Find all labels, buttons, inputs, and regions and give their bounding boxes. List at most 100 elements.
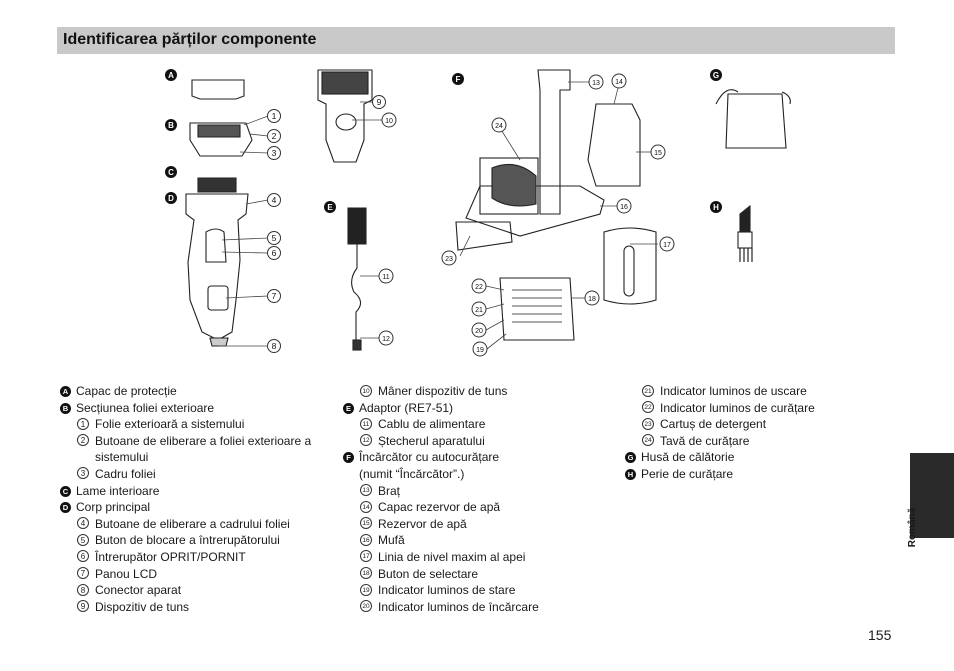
legend-text: Întrerupător OPRIT/PORNIT [95, 549, 246, 564]
svg-text:F: F [456, 75, 461, 84]
parts-illustration: A B C D E F G H 1 2 3 4 5 6 7 8 9 10 11 … [165, 69, 791, 357]
svg-text:13: 13 [592, 80, 600, 87]
legend-number-marker: 17 [360, 550, 372, 563]
svg-text:12: 12 [382, 336, 390, 343]
legend-item: 7 Panou LCD [59, 566, 311, 583]
svg-text:22: 22 [475, 284, 483, 291]
legend-text: Indicator luminos de încărcare [378, 599, 539, 614]
legend-number-marker: 10 [360, 384, 372, 397]
legend-item: 15 Rezervor de apă [342, 516, 539, 533]
marker-16: 16 [616, 198, 632, 214]
svg-text:B: B [168, 121, 174, 130]
legend-item: 11 Cablu de alimentare [342, 416, 539, 433]
marker-6: 6 [267, 246, 281, 260]
marker-a: A [165, 69, 177, 81]
svg-text:11: 11 [382, 274, 389, 281]
legend-number-marker: 24 [642, 434, 654, 447]
legend-letter-marker: H [625, 468, 636, 480]
legend-letter-marker: D [60, 502, 71, 514]
svg-text:C: C [168, 168, 174, 177]
legend-text: Cadru foliei [95, 466, 156, 481]
legend-number-marker: 7 [77, 567, 89, 580]
legend-text: Încărcător cu autocurățare [359, 450, 500, 465]
marker-e: E [324, 201, 336, 213]
legend-text: Indicator luminos de curățare [660, 400, 815, 415]
legend-text: Buton de blocare a întrerupătorului [95, 533, 280, 548]
svg-text:6: 6 [272, 248, 277, 258]
svg-text:4: 4 [272, 195, 277, 205]
legend-number-marker: 13 [360, 484, 372, 497]
svg-text:G: G [713, 71, 719, 80]
legend-item: 10 Mâner dispozitiv de tuns [342, 383, 539, 400]
legend-number-marker: 9 [77, 600, 89, 613]
legend-number-marker: 1 [77, 417, 89, 430]
section-title-bar: Identificarea părților componente [57, 27, 895, 54]
legend-text: Rezervor de apă [378, 516, 467, 531]
adaptor-drawing [347, 207, 367, 245]
legend-text: Panou LCD [95, 566, 158, 581]
section-title: Identificarea părților componente [63, 31, 317, 48]
legend-number-marker: 14 [360, 500, 372, 513]
legend-letter-marker: F [343, 452, 354, 464]
legend-text: (numit “Încărcător”.) [359, 466, 465, 481]
svg-text:2: 2 [272, 131, 277, 141]
legend-letter-marker: A [60, 386, 71, 397]
legend-text: Cablu de alimentare [378, 417, 486, 432]
legend-text: Ștecherul aparatului [378, 433, 485, 448]
cleaning-brush-drawing [739, 204, 751, 233]
svg-text:7: 7 [272, 291, 277, 301]
svg-text:9: 9 [377, 97, 382, 107]
main-body-drawing [185, 193, 249, 341]
legend-text: Mâner dispozitiv de tuns [378, 384, 508, 398]
svg-text:21: 21 [475, 307, 483, 314]
legend-number-marker: 11 [360, 417, 372, 430]
marker-21: 21 [471, 301, 487, 317]
charger-arm-drawing [537, 69, 571, 215]
marker-d: D [165, 192, 177, 204]
svg-text:1: 1 [272, 111, 277, 121]
svg-text:20: 20 [475, 328, 483, 335]
legend-text: Cartuș de detergent [660, 417, 767, 432]
legend-letter-marker: B [60, 402, 71, 414]
marker-15: 15 [650, 144, 666, 160]
legend-text: Conector aparat [95, 583, 182, 598]
marker-14: 14 [611, 73, 627, 89]
marker-13: 13 [588, 74, 604, 90]
legend-item: sistemului [59, 449, 311, 466]
marker-18: 18 [584, 290, 600, 306]
svg-text:H: H [713, 203, 719, 212]
page-number: 155 [868, 627, 892, 643]
legend-number-marker: 19 [360, 583, 372, 596]
legend-number-marker: 16 [360, 533, 372, 546]
legend-text: Butoane de eliberare a cadrului foliei [95, 516, 290, 531]
marker-22: 22 [471, 278, 487, 294]
marker-20: 20 [471, 322, 487, 338]
marker-24: 24 [491, 117, 507, 133]
legend-text: Capac rezervor de apă [378, 500, 501, 515]
marker-8: 8 [267, 339, 281, 353]
marker-3: 3 [267, 146, 281, 160]
marker-h: H [710, 201, 722, 213]
water-tank-detached-drawing [603, 227, 657, 305]
legend-item: 1 Folie exterioară a sistemului [59, 416, 311, 433]
legend-number-marker: 2 [77, 434, 89, 447]
legend-text: Folie exterioară a sistemului [95, 417, 245, 432]
legend-number-marker: 15 [360, 517, 372, 530]
legend-number-marker: 3 [77, 467, 89, 480]
legend-number-marker: 21 [642, 384, 654, 397]
legend-number-marker: 5 [77, 533, 89, 546]
